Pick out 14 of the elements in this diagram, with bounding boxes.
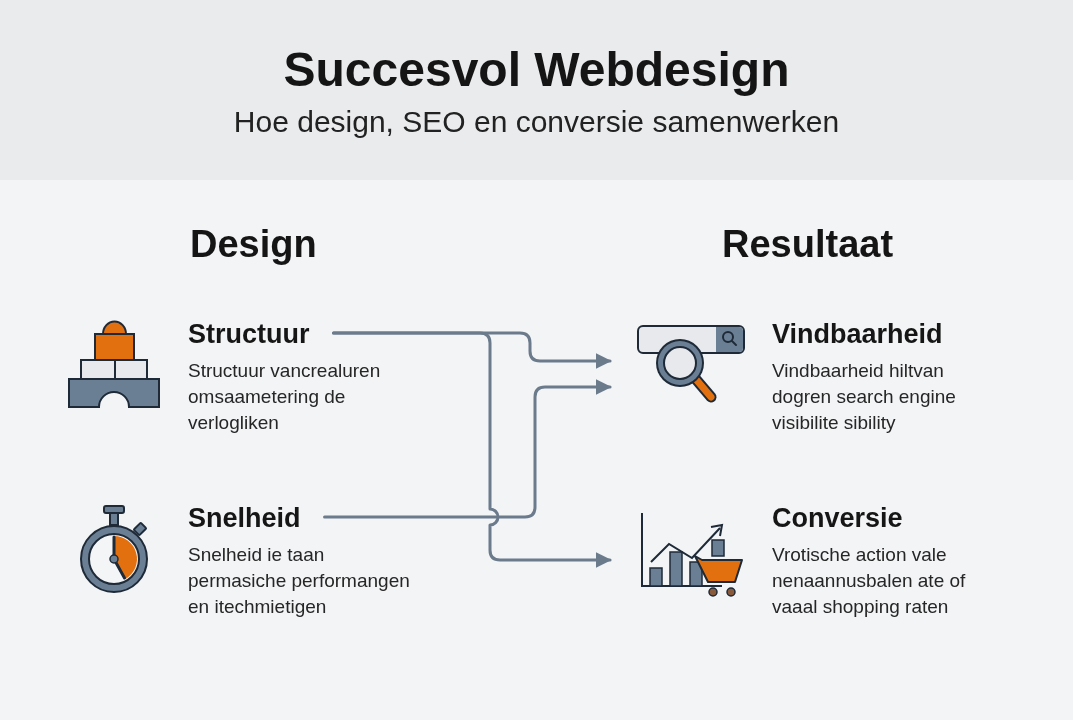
item-description: Vrotische action vale nenaannusbalen ate of vaaal shopping raten [772,543,967,619]
item-heading: Conversie [772,502,903,534]
title: Succesvol Webdesign [283,42,790,98]
column-heading: Resultaat [722,222,894,267]
item-description: Snelheid ie taan permasiche performangen en itechmietigen [188,543,411,619]
item-description: Structuur vancrealuren omsaametering de verlogliken [188,359,382,435]
connector-arrow [332,331,612,568]
item-heading: Structuur [188,318,310,350]
column-heading: Design [190,222,317,267]
connector-arrow [323,379,612,519]
item-description: Vindbaarheid hiltvan dogren search engine visibilite sibility [772,359,957,435]
item-heading: Snelheid [188,502,301,534]
item-heading: Vindbaarheid [772,318,943,350]
subtitle: Hoe design, SEO en conversie samenwerken [233,104,840,140]
